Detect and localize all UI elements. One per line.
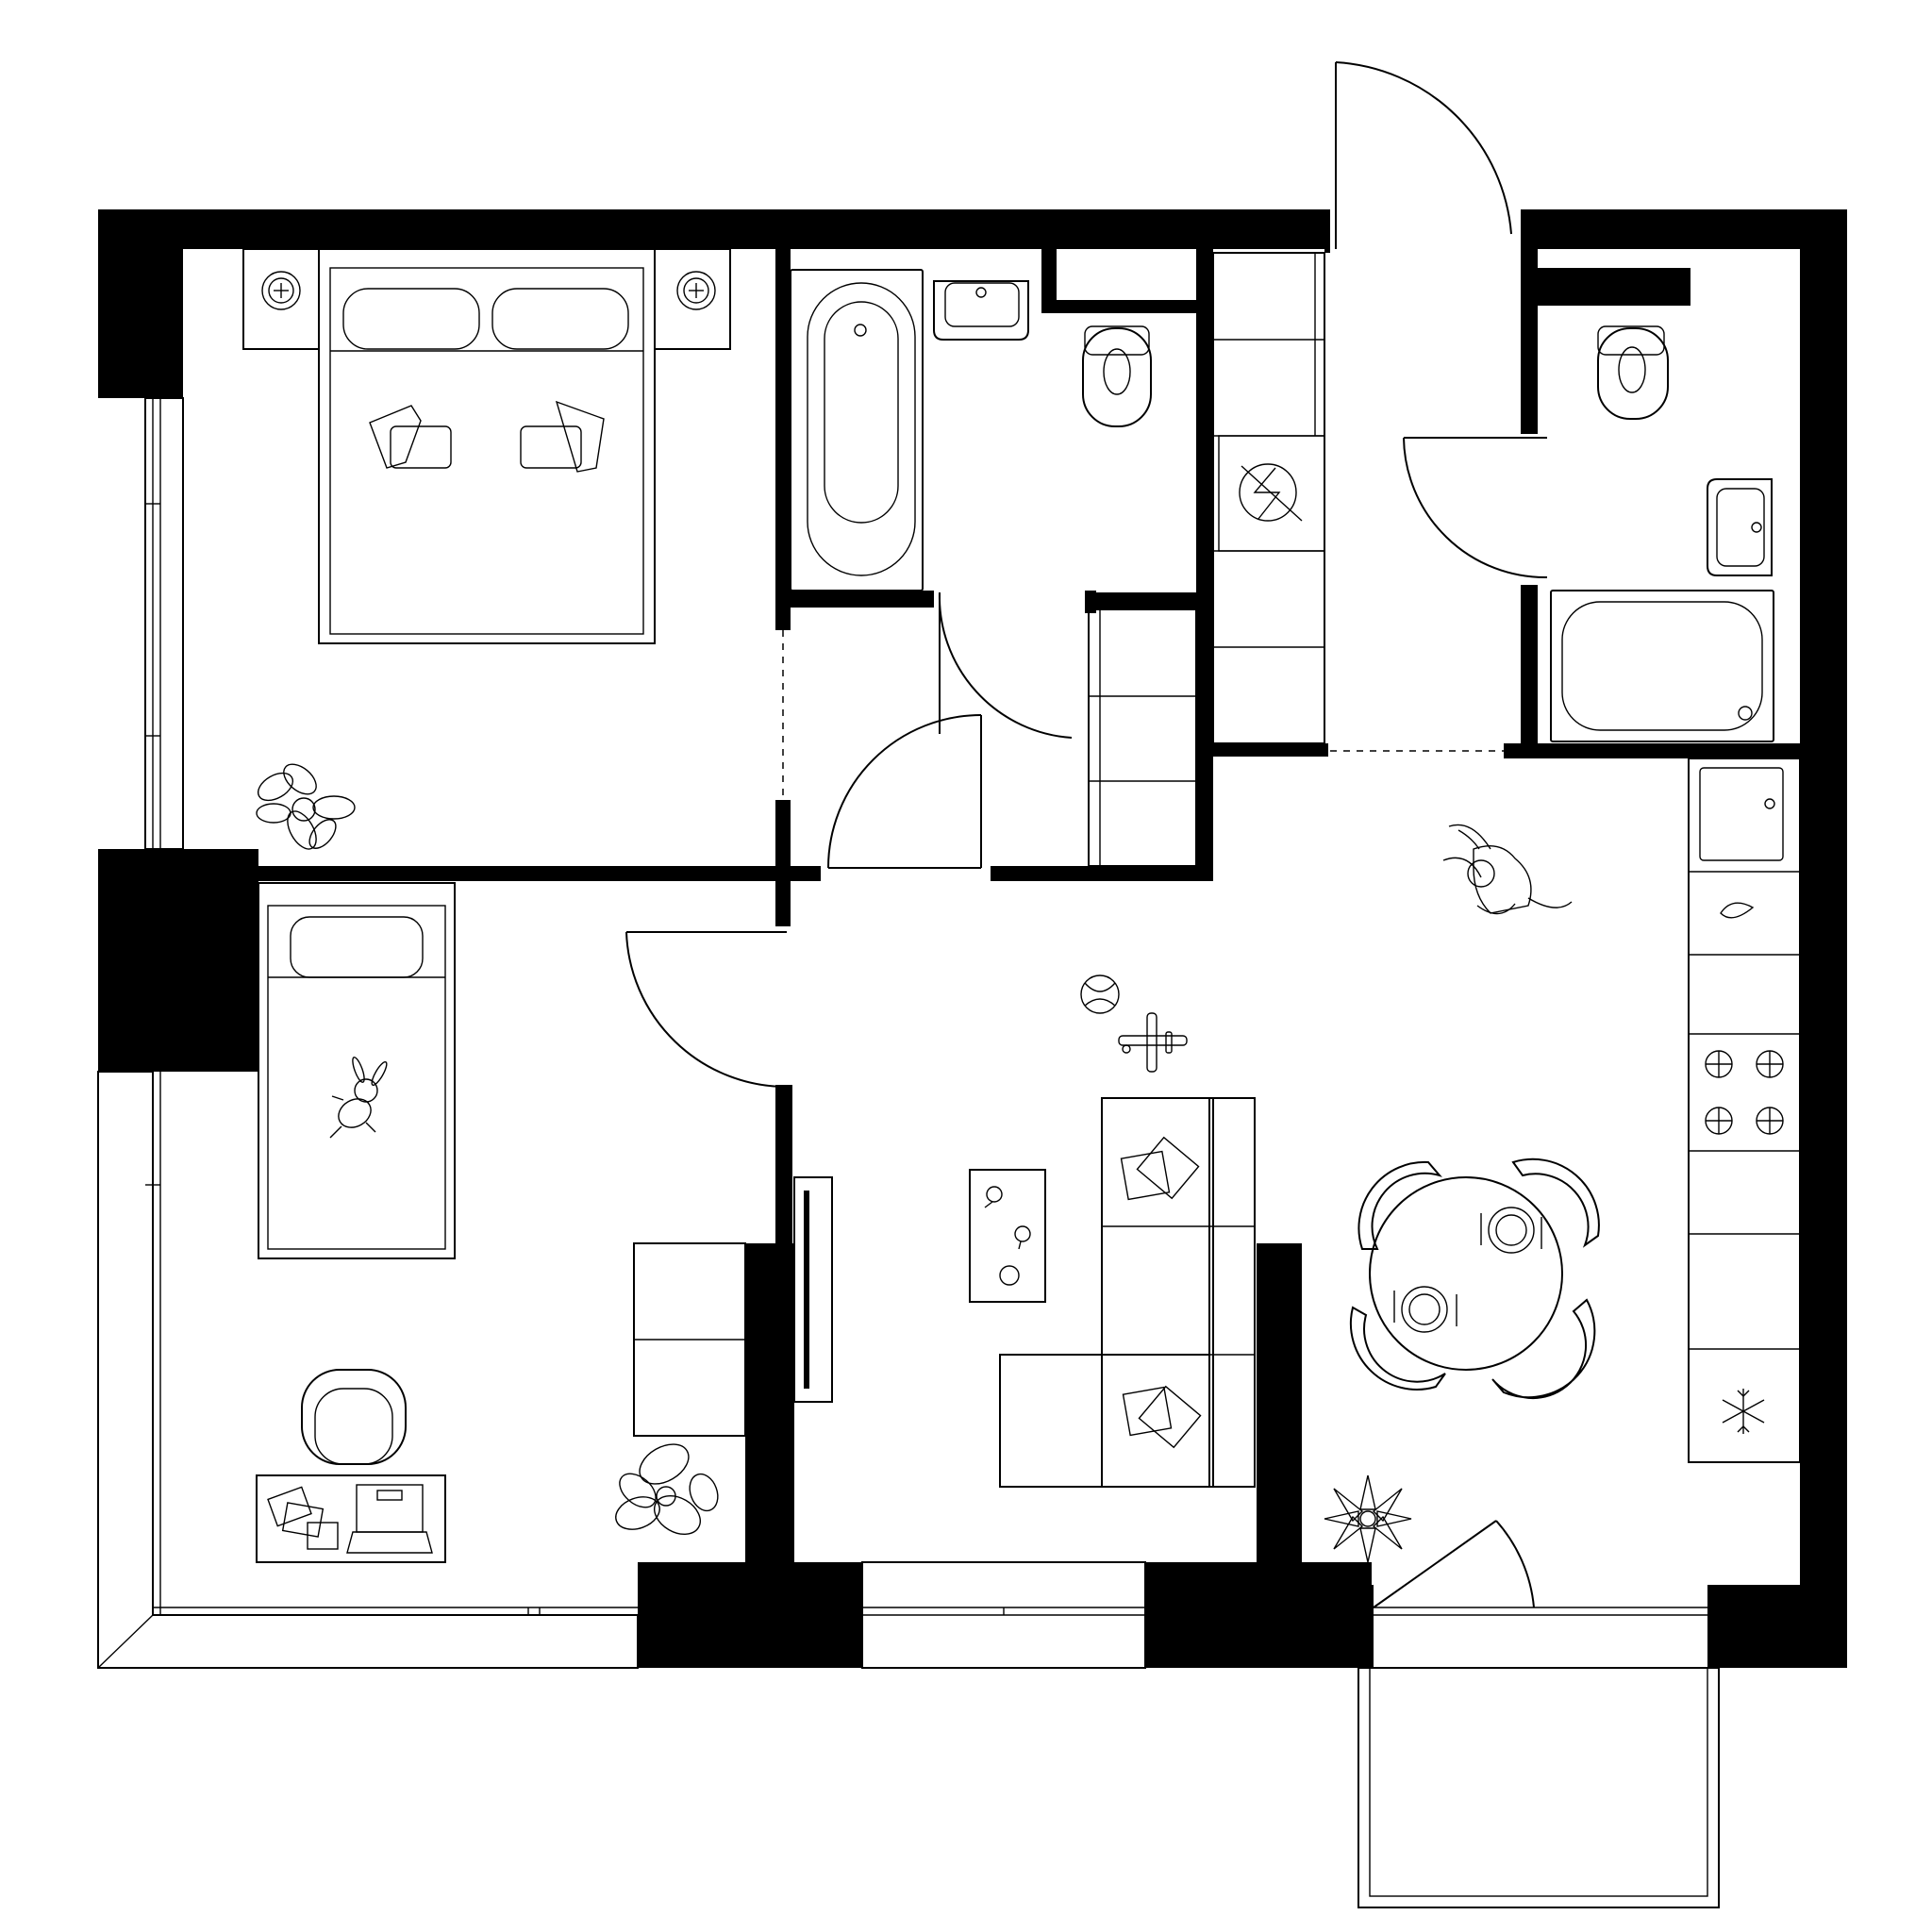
wardrobe — [1088, 608, 1197, 867]
wall-wardrobe-bottom — [1213, 743, 1328, 757]
window — [97, 1071, 639, 1669]
plant-icon — [1324, 1474, 1412, 1563]
living-kitchen — [793, 758, 1801, 1563]
door-swing — [938, 591, 1073, 739]
electric-panel-icon — [1218, 435, 1325, 552]
wall-left-upper — [98, 209, 183, 398]
wall-bath-bottom — [775, 591, 934, 608]
desk — [256, 1474, 446, 1563]
wall-entry-left — [1324, 209, 1330, 253]
teddy-bunny-icon — [329, 1057, 388, 1139]
bathtub — [790, 269, 924, 591]
wall-hall-vertical — [775, 1085, 792, 1255]
nightstand — [654, 248, 731, 350]
window — [861, 1561, 1146, 1669]
toy-plane-icon — [1118, 1012, 1188, 1073]
sofa — [999, 1097, 1256, 1488]
wall-left-pier-ext — [98, 849, 258, 868]
dining-chair — [1349, 1306, 1446, 1391]
wall-top-right — [1521, 209, 1847, 249]
windows — [97, 397, 1707, 1669]
wardrobe — [1212, 252, 1325, 744]
single-bed — [258, 882, 456, 1259]
door-swing — [625, 931, 788, 1088]
bathroom-2 — [1550, 325, 1774, 742]
nightstand — [242, 248, 320, 350]
wall-toilet-bottom — [1089, 592, 1213, 609]
bedroom — [242, 248, 731, 850]
chair — [301, 1369, 407, 1465]
kitchen-sink — [1699, 767, 1784, 861]
door-swing — [827, 714, 982, 869]
window — [144, 397, 184, 850]
wall-bottom-balcony-left — [1298, 1585, 1374, 1668]
doors — [625, 61, 1548, 1608]
wall-hall-bottom — [991, 866, 1213, 881]
stove-icon — [1705, 1050, 1784, 1135]
water-drop-icon — [1720, 902, 1755, 919]
wall-toilet-left — [1041, 249, 1057, 311]
sink — [933, 280, 1029, 341]
wall-bedroom-right-lower — [775, 800, 791, 879]
kids-room — [256, 882, 746, 1563]
wardrobe — [633, 1242, 746, 1437]
wall-left-pier — [98, 849, 221, 1072]
wall-bath2-left-upper — [1521, 249, 1538, 434]
door-swing — [1335, 61, 1512, 249]
wall-kids-top — [221, 866, 258, 1072]
wall-toilet-shelf — [1041, 300, 1211, 313]
kitchen-counter — [1688, 758, 1801, 1463]
bathroom — [790, 269, 1152, 591]
bathtub — [1550, 590, 1774, 742]
wall-bedroom-right-upper — [775, 249, 791, 630]
wall-bath-right — [1196, 249, 1213, 749]
pillow-icon — [1122, 1385, 1202, 1449]
wall-kids-right — [745, 1243, 794, 1668]
plate-icon — [1393, 1286, 1457, 1333]
door-swing — [1403, 437, 1548, 579]
dining-table — [1369, 1176, 1563, 1371]
coffee-table — [969, 1169, 1046, 1303]
walls — [98, 209, 1847, 1668]
door-swing — [1373, 1520, 1535, 1608]
wall-top-left — [98, 209, 1324, 249]
window — [1374, 1607, 1707, 1616]
pillow-icon — [520, 400, 605, 473]
wall-hall-stub-2 — [775, 866, 791, 926]
sink — [1707, 478, 1773, 576]
tv-unit — [793, 1176, 833, 1403]
wall-bath2-shelf — [1538, 268, 1690, 306]
pillow-icon — [1120, 1136, 1200, 1201]
toilet-bowl — [1082, 325, 1152, 427]
wall-bottom-right — [1707, 1585, 1847, 1668]
toilet-bowl — [1597, 325, 1669, 420]
cat-icon — [1442, 824, 1573, 915]
wall-bedroom-bottom — [221, 866, 785, 881]
laptop-icon — [346, 1484, 433, 1554]
wall-bath2-left-lower — [1521, 585, 1538, 758]
hallway — [1088, 252, 1325, 867]
snowflake-icon — [1722, 1389, 1765, 1434]
plant-icon — [256, 763, 356, 850]
wall-bath2-bottom — [1504, 743, 1847, 758]
balcony — [1357, 1667, 1720, 1908]
ball-icon — [1080, 974, 1120, 1014]
dining-chair — [1491, 1298, 1596, 1400]
wall-right — [1800, 209, 1847, 1668]
dining-chair — [1511, 1158, 1600, 1248]
double-bed — [318, 248, 656, 644]
plant-icon — [615, 1443, 719, 1535]
dining-chair — [1357, 1160, 1442, 1250]
pillow-icon — [369, 405, 452, 469]
wall-toilet-bottom-left — [1085, 591, 1096, 613]
wall-hall-right — [1196, 736, 1213, 881]
wall-living-right — [1257, 1243, 1302, 1585]
plate-icon — [1480, 1207, 1542, 1254]
